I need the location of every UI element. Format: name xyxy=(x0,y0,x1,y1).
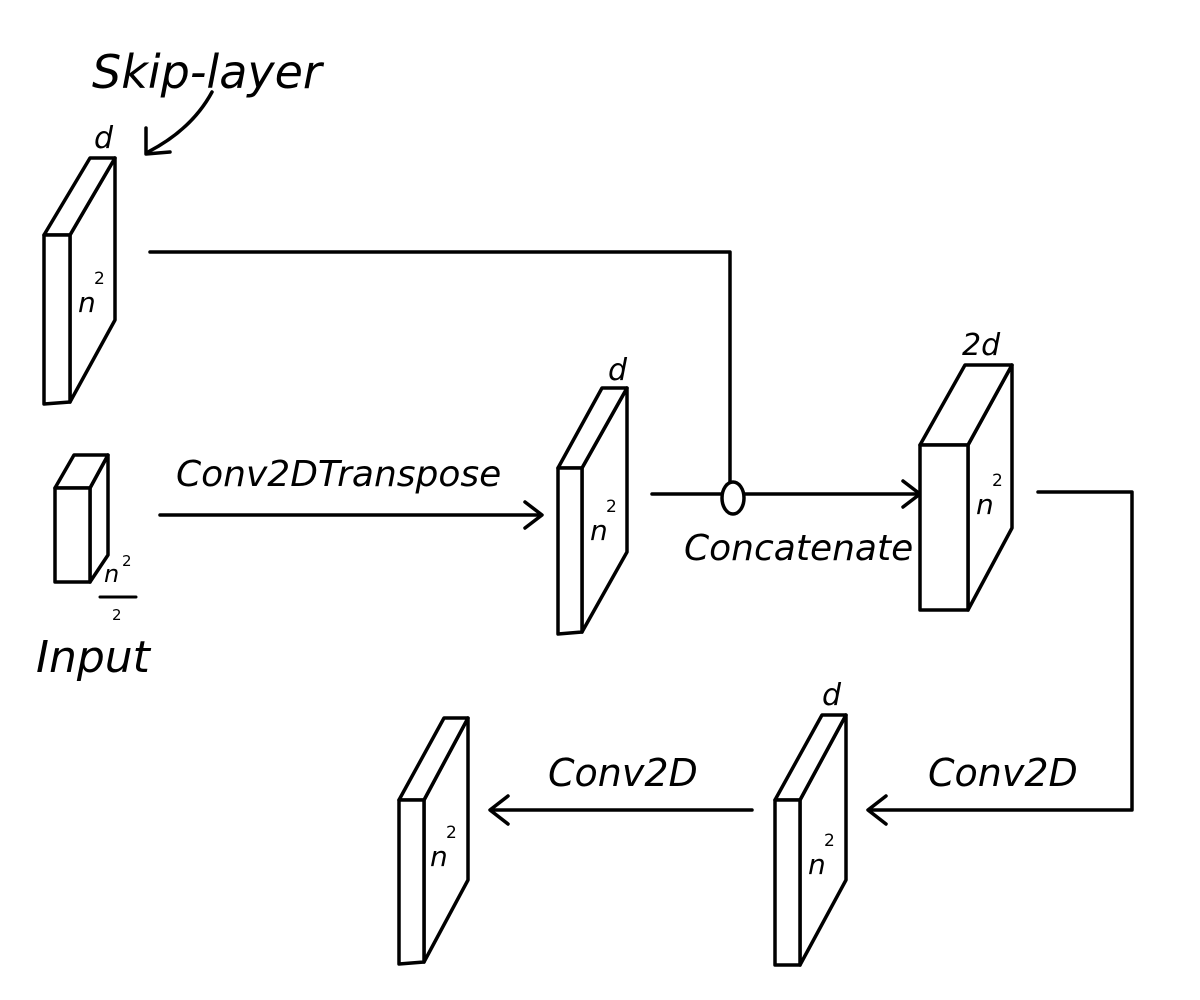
skip-layer-pointer-arrow xyxy=(144,90,214,156)
transposed-block-depth-label: d xyxy=(608,353,628,388)
conv-right-label: Conv2D xyxy=(928,751,1078,795)
skip-block: d n 2 xyxy=(42,121,117,406)
input-label: Input xyxy=(36,632,152,683)
concatenate-label: Concatenate xyxy=(684,528,913,569)
conv-left-label: Conv2D xyxy=(548,751,698,795)
conv-left-arrow xyxy=(488,794,754,826)
skip-layer-label: Skip-layer xyxy=(92,45,325,99)
skip-connection-line xyxy=(148,250,732,484)
conv-mid-block-face-label: n xyxy=(808,848,826,881)
concat-block: 2d n 2 xyxy=(918,328,1014,612)
conv-right-arrow xyxy=(866,490,1134,826)
concatenate-node xyxy=(720,480,746,516)
output-block-face-label: n xyxy=(430,840,448,873)
concat-block-face-exponent: 2 xyxy=(992,471,1003,491)
input-side-exponent: 2 xyxy=(122,552,132,570)
concat-output-arrow xyxy=(743,479,922,509)
conv-mid-block-face-exponent: 2 xyxy=(824,831,835,851)
concat-block-face-label: n xyxy=(976,488,994,521)
input-block: n 2 2 Input xyxy=(36,453,152,683)
input-side-denominator: 2 xyxy=(112,606,122,624)
skip-block-face-exponent: 2 xyxy=(94,269,105,289)
skip-block-depth-label: d xyxy=(94,121,114,156)
transpose-label: Conv2DTranspose xyxy=(176,454,501,495)
conv-mid-block: d n 2 xyxy=(773,678,848,967)
transposed-block-face-label: n xyxy=(590,514,608,547)
transpose-arrow xyxy=(158,500,544,530)
skip-block-face-label: n xyxy=(78,286,96,319)
output-block: n 2 xyxy=(397,716,470,966)
conv-mid-block-depth-label: d xyxy=(822,678,842,713)
concat-block-depth-label: 2d xyxy=(962,328,1001,363)
input-side-label: n xyxy=(104,560,119,588)
transposed-block-face-exponent: 2 xyxy=(606,497,617,517)
transposed-block: d n 2 xyxy=(556,353,629,636)
output-block-face-exponent: 2 xyxy=(446,823,457,843)
